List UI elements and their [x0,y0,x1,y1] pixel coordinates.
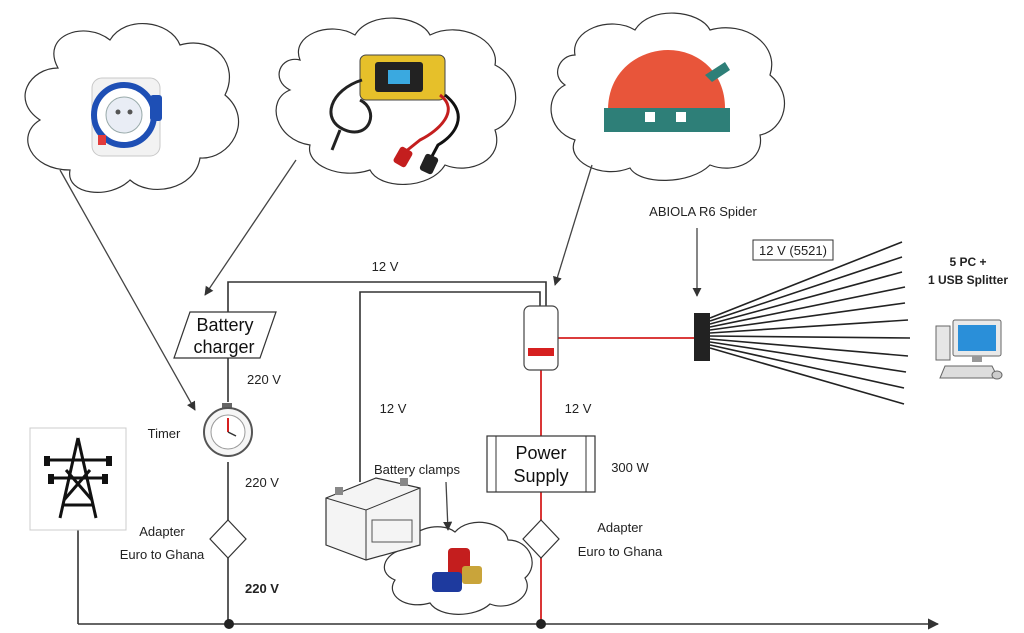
spider-voltage-box [752,239,834,261]
cloud-clamps-image [383,521,533,615]
watts-label: 300 W [611,460,649,475]
voltage-label-top: 12 V [372,259,399,274]
voltage-label-220-top: 220 V [247,372,281,387]
voltage-label-battery: 12 V [380,401,407,416]
battery-charger-box: Battery charger [173,311,277,359]
power-supply-label-2: Supply [513,466,568,486]
dc-junction-box [523,305,559,371]
spider-voltage-label: 12 V (5521) [759,243,827,258]
cloud-spider-image [550,12,786,181]
adapter-left-diamond [209,519,247,559]
battery-clamps-label: Battery clamps [374,462,460,477]
voltage-label-220-bottom: 220 V [245,581,279,596]
spider-connector [694,313,710,361]
battery-charger-label-2: charger [193,337,254,357]
battery-clamps-icon [432,548,482,592]
voltage-label-supply: 12 V [565,401,592,416]
timer-clock-icon [203,403,253,457]
arrow-timer-pointer [59,169,196,411]
junction-left [224,619,234,629]
wiring-red [540,337,694,624]
arrow-spider-pointer [553,164,593,286]
pcs-label-2: 1 USB Splitter [928,273,1008,287]
cloud-charger-image [275,17,517,186]
fanout-cables [709,241,911,405]
arrow-clamps-label [443,481,453,531]
power-supply-label-1: Power [515,443,566,463]
battery-charger-label-1: Battery [196,315,253,335]
cloud-timer-image [24,22,239,193]
pcs-label-1: 5 PC + [949,255,986,269]
adapter-left-label-1: Adapter [139,524,185,539]
wiring-black [77,281,940,630]
adapter-right-diamond [522,519,560,559]
adapter-right-label-1: Adapter [597,520,643,535]
power-supply-box: Power Supply [486,435,596,493]
car-battery-icon [325,477,421,561]
arrow-charger-pointer [204,159,297,296]
spider-device-icon [604,50,730,132]
timer-label: Timer [148,426,181,441]
spider-label: ABIOLA R6 Spider [649,204,757,219]
battery-charger-device-icon [329,54,460,175]
pc-icon [935,319,1003,380]
adapter-left-label-2: Euro to Ghana [120,547,205,562]
voltage-label-220-mid: 220 V [245,475,279,490]
junction-right [536,619,546,629]
power-tower-icon [29,427,127,531]
adapter-right-label-2: Euro to Ghana [578,544,663,559]
